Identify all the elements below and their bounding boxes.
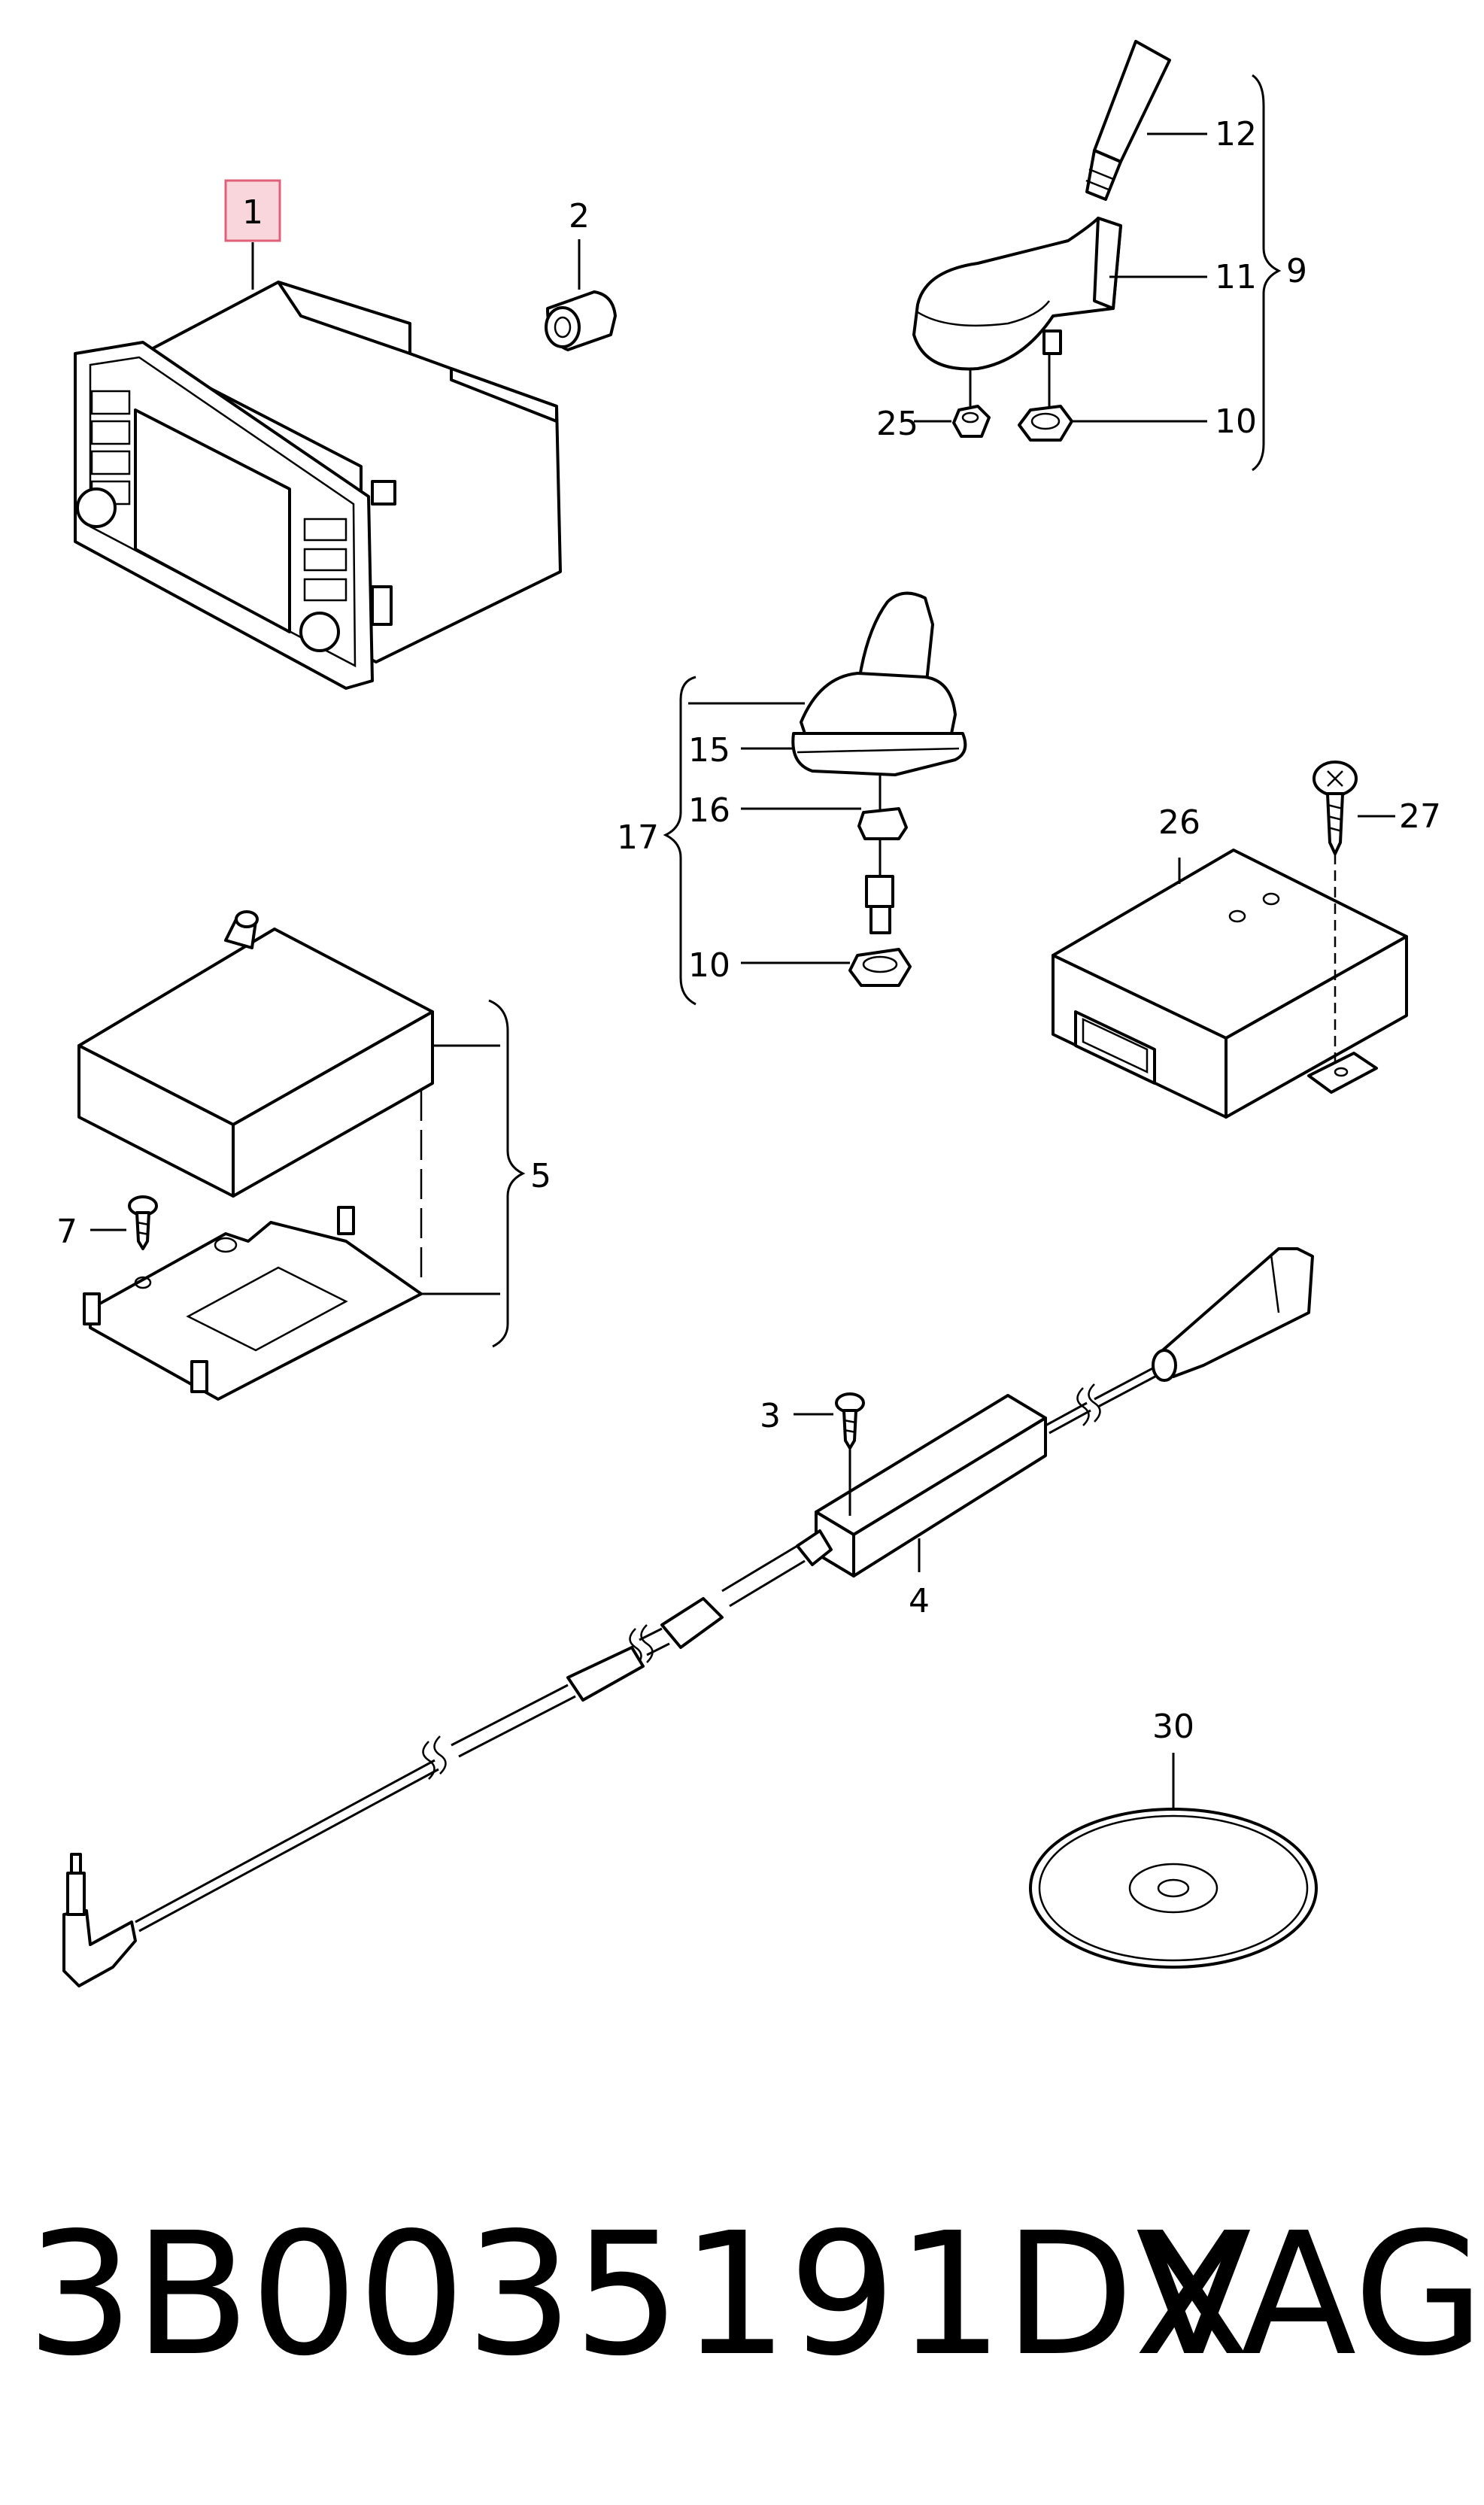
- cd-part-30: 30: [1029, 1708, 1318, 1969]
- callout-9: 9: [1286, 252, 1307, 290]
- callout-25: 25: [876, 405, 918, 443]
- callout-4: 4: [909, 1582, 930, 1620]
- callout-26: 26: [1158, 803, 1200, 842]
- right-buttons: [303, 518, 347, 602]
- antenna-amplifier-part-4: 3 4: [62, 1247, 1314, 1987]
- callout-12: 12: [1215, 115, 1257, 153]
- shark-antenna-group-17: 15 16 10 17: [617, 591, 967, 1006]
- callout-30: 30: [1152, 1708, 1194, 1746]
- callout-7: 7: [56, 1213, 77, 1251]
- callout-11: 11: [1215, 258, 1257, 296]
- control-unit-part-26: 26: [1052, 803, 1408, 1119]
- callout-10-bottom: 10: [688, 946, 730, 985]
- callout-27: 27: [1399, 797, 1441, 836]
- callout-16: 16: [688, 791, 730, 830]
- part-number: 3B0035191DX: [26, 2197, 1250, 2394]
- tuning-knob-icon: [299, 612, 340, 652]
- callout-5: 5: [530, 1157, 551, 1195]
- callout-10-top: 10: [1215, 402, 1257, 441]
- brand-name: VAG: [1136, 2197, 1484, 2394]
- callout-17: 17: [617, 818, 659, 857]
- volume-knob-icon: [76, 487, 117, 528]
- callout-1: 1: [242, 193, 263, 232]
- callout-1-highlight: [224, 179, 281, 242]
- callout-15: 15: [688, 731, 730, 770]
- callout-2: 2: [569, 197, 590, 235]
- bushing-part-2: 2: [545, 197, 617, 351]
- screw-part-27: 27: [1313, 761, 1441, 1068]
- head-unit-part-1: [74, 281, 562, 690]
- roof-antenna-group-9: 12 11 10 25 9: [876, 40, 1307, 472]
- module-group-5: 7 5: [56, 910, 551, 1401]
- callout-3: 3: [760, 1397, 781, 1435]
